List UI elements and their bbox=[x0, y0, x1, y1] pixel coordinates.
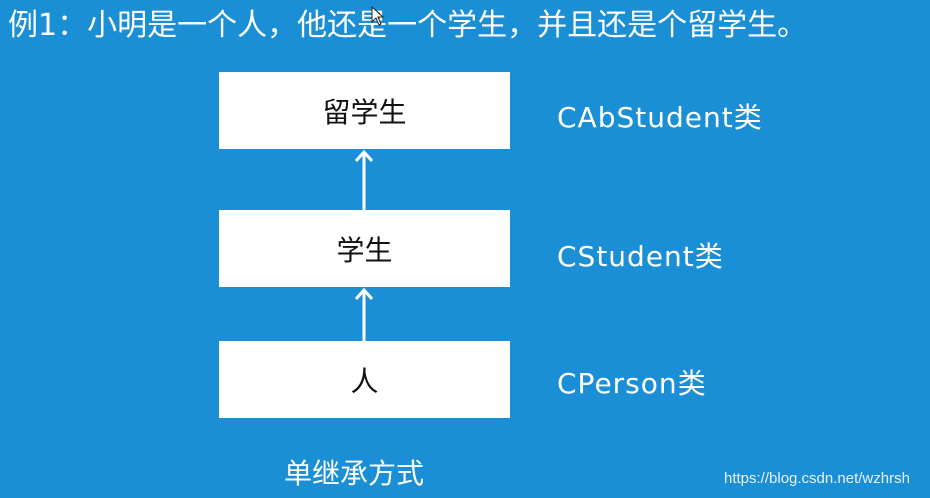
box-person: 人 bbox=[219, 341, 510, 418]
diagram-caption: 单继承方式 bbox=[284, 457, 425, 490]
example-title: 例1：小明是一个人，他还是一个学生，并且还是个留学生。 bbox=[8, 8, 808, 43]
label-cperson: CPerson类 bbox=[557, 367, 707, 400]
label-cstudent: CStudent类 bbox=[557, 240, 724, 273]
watermark-url: https://blog.csdn.net/wzhrsh bbox=[724, 470, 910, 487]
label-cabstudent: CAbStudent类 bbox=[557, 101, 763, 134]
inheritance-arrow-icon bbox=[354, 287, 374, 341]
box-abstudent: 留学生 bbox=[219, 72, 510, 149]
inheritance-arrow-icon bbox=[354, 149, 374, 210]
box-student: 学生 bbox=[219, 210, 510, 287]
mouse-pointer-icon bbox=[371, 6, 385, 26]
